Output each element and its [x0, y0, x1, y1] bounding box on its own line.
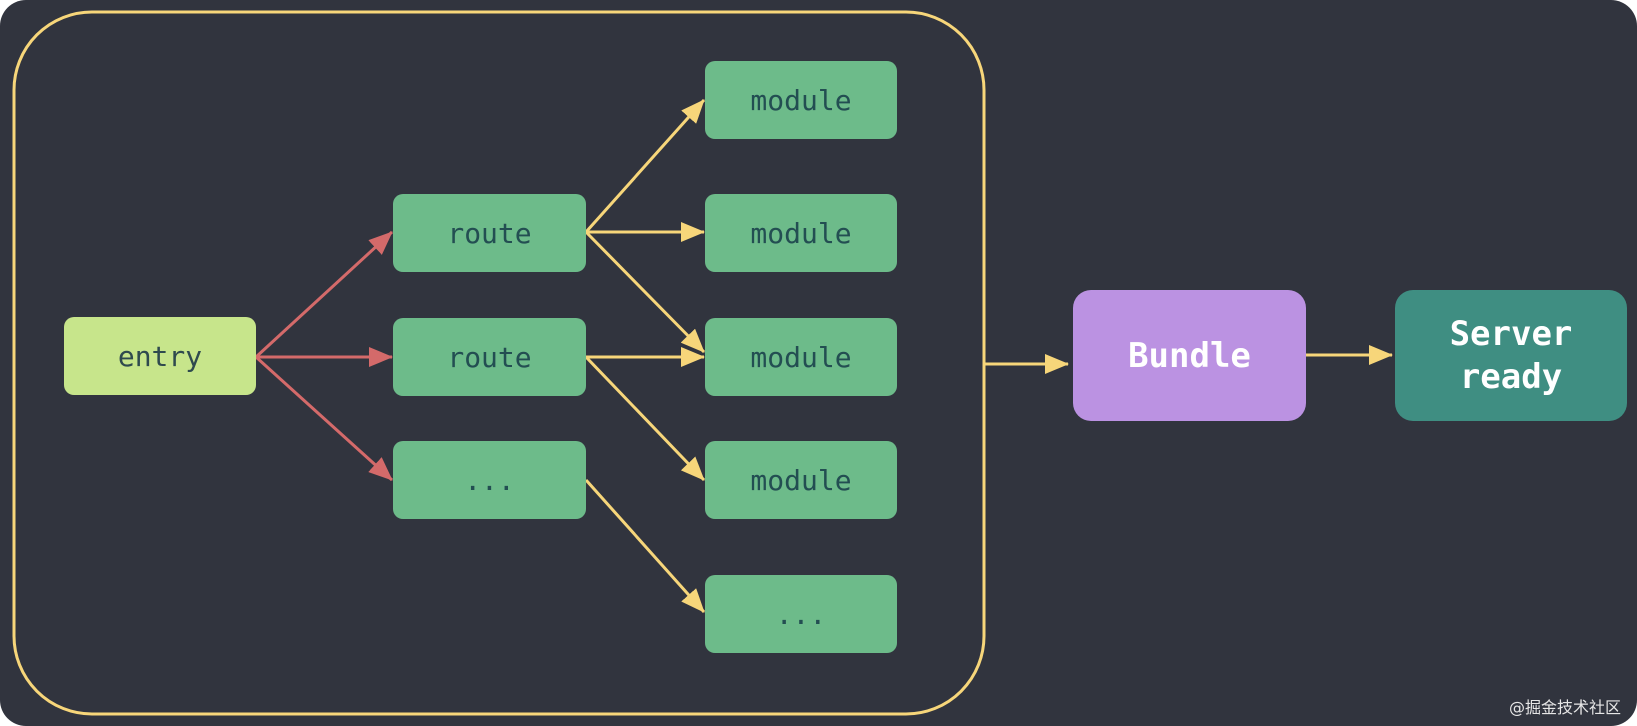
route-node-1: route [393, 194, 586, 272]
edge-entry-route-more [254, 355, 394, 482]
module-node-1: module [705, 61, 897, 139]
entry-node: entry [64, 317, 256, 395]
edge-route1-module1 [584, 99, 706, 233]
module-node-4: module [705, 441, 897, 519]
route-node-2: route [393, 318, 586, 396]
module-node-2: module [705, 194, 897, 272]
module-node-more: ... [705, 575, 897, 653]
server-ready-node: Server ready [1395, 290, 1627, 421]
watermark: @掘金技术社区 [1508, 698, 1621, 717]
edge-route2-module4 [584, 355, 706, 482]
edge-entry-route-1 [254, 230, 394, 359]
route-node-more: ... [393, 441, 586, 519]
module-node-3: module [705, 318, 897, 396]
edge-route1-module3 [584, 230, 706, 354]
bundle-node: Bundle [1073, 290, 1306, 421]
edge-routemore-modulemore [584, 479, 706, 613]
